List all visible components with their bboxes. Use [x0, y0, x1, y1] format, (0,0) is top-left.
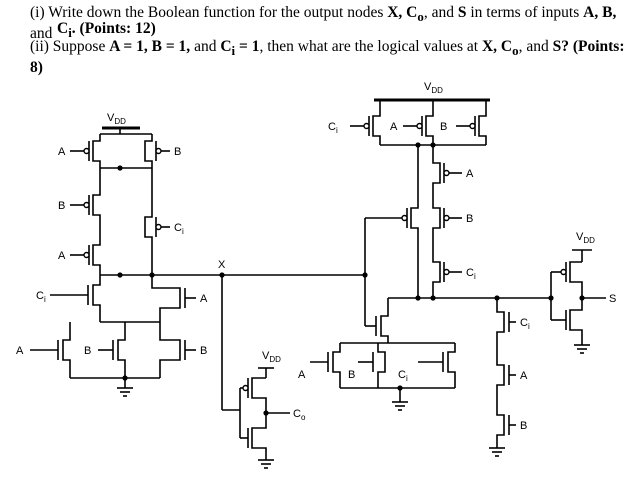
text: A, B, [583, 4, 617, 21]
question-part-2: (ii) Suppose A = 1, B = 1, and Ci = 1, t… [30, 38, 639, 76]
text: (ii) Suppose [30, 38, 110, 55]
output-co-label: Co [293, 408, 306, 422]
text: i [68, 25, 72, 41]
text: o [417, 9, 424, 25]
text: , and [423, 4, 458, 21]
text: . (Points: 12) [71, 20, 156, 37]
text: , and [518, 38, 553, 55]
carry-inverter: VDD Co [221, 275, 306, 469]
input-b-label: B [440, 121, 447, 133]
text: C [57, 20, 69, 37]
input-a-label: A [200, 293, 208, 305]
input-b-label: B [84, 345, 91, 357]
input-ci-label: Ci [328, 121, 338, 135]
input-b-label: B [466, 213, 473, 225]
vdd-label-left: VDD [107, 112, 126, 126]
left-pulldown-network: Ci A A B B [16, 275, 208, 397]
input-ci-label: Ci [398, 369, 408, 383]
input-ci-label: Ci [520, 317, 530, 331]
question-part-1-line-2: Ci. (Points: 12) [57, 20, 156, 41]
sum-internal-node [388, 295, 551, 301]
text: ? (Points: 8) [30, 38, 625, 77]
text: X, C [481, 38, 513, 55]
text: C [220, 38, 232, 55]
sum-pullup-network: VDD Ci A B A [328, 81, 490, 298]
text: X, C [387, 4, 418, 21]
text: in terms of inputs [466, 4, 584, 21]
text: and [190, 38, 221, 55]
input-a-label: A [58, 146, 66, 158]
vdd-label-sum: VDD [424, 81, 443, 95]
text: i [231, 43, 236, 59]
text: S [552, 38, 562, 55]
input-a-label: A [16, 345, 24, 357]
text: , then what are the logical values at [259, 38, 482, 55]
text: A = 1, B = 1, [109, 38, 191, 55]
input-b-label: B [348, 369, 355, 381]
text: S [457, 4, 467, 21]
input-b-label: B [174, 146, 181, 158]
left-pullup-network: VDD A B B Ci A [58, 112, 184, 275]
input-a-label: A [390, 121, 398, 133]
vdd-label-sum-inv: VDD [576, 231, 595, 245]
sum-pulldown-network: A B Ci Ci A B [298, 298, 530, 457]
text: o [512, 43, 519, 59]
node-x: X [100, 259, 365, 278]
text: and [30, 25, 53, 43]
input-a-label: A [466, 168, 474, 180]
input-ci-label: Ci [466, 267, 476, 281]
sum-inverter: VDD S [548, 231, 616, 354]
input-b-label: B [520, 420, 527, 432]
input-ci-label: Ci [174, 222, 184, 236]
question-part-1: (i) Write down the Boolean function for … [30, 4, 639, 42]
vdd-label-carry: VDD [262, 350, 281, 364]
input-b-label: B [200, 345, 207, 357]
text: = 1 [235, 38, 260, 55]
input-a-label: A [58, 250, 66, 262]
input-a-label: A [520, 370, 528, 382]
x-to-sum-wire [362, 218, 375, 327]
output-x-label: X [218, 259, 226, 271]
input-b-label: B [58, 200, 65, 212]
text: (i) Write down the Boolean function for … [30, 4, 388, 21]
input-ci-label: Ci [36, 290, 46, 304]
output-s-label: S [609, 293, 616, 305]
input-a-label: A [298, 369, 306, 381]
